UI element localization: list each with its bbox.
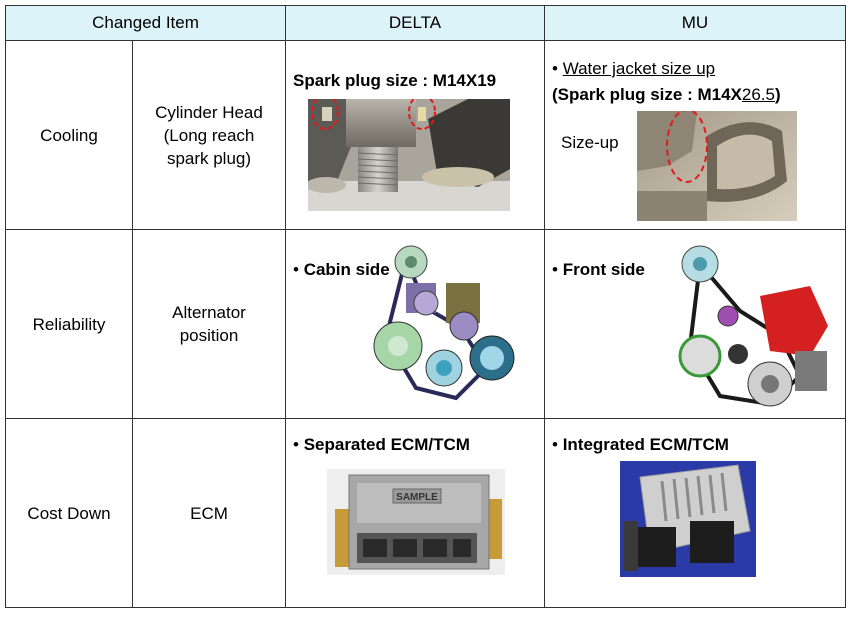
mu-water-jacket-line: • Water jacket size up: [552, 59, 715, 79]
mu-cooling-cell: • Water jacket size up (Spark plug size …: [544, 40, 846, 230]
separated-ecm-photo: SAMPLE: [327, 469, 505, 575]
delta-cost-down-cell: • Separated ECM/TCM SAMPLE: [285, 418, 545, 608]
delta-cooling-cell: Spark plug size : M14X19: [285, 40, 545, 230]
delta-reliability-cell: • Cabin side: [285, 229, 545, 419]
separated-ecm-text: Separated ECM/TCM: [303, 435, 470, 454]
cabin-side-belt-diagram: [373, 245, 515, 401]
sample-stamp: SAMPLE: [396, 492, 438, 503]
header-row: Changed Item DELTA MU: [5, 5, 846, 41]
bullet: •: [552, 435, 558, 454]
header-delta: DELTA: [285, 5, 545, 41]
item-ecm: ECM: [132, 418, 286, 608]
mu-front-side-title: • Front side: [552, 260, 645, 280]
category-cost-down: Cost Down: [5, 418, 133, 608]
integrated-ecm-text: Integrated ECM/TCM: [562, 435, 729, 454]
row-reliability: Reliability Alternator position • Cabin …: [5, 229, 846, 419]
water-jacket-text: Water jacket size up: [562, 59, 716, 78]
spark-plug-suffix: ): [774, 85, 781, 104]
bullet: •: [552, 59, 558, 78]
header-mu: MU: [544, 5, 846, 41]
header-changed-item: Changed Item: [5, 5, 286, 41]
row-cost-down: Cost Down ECM • Separated ECM/TCM SAMPLE: [5, 418, 846, 608]
item-line: Alternator: [172, 303, 246, 322]
integrated-ecm-photo: [620, 461, 756, 577]
comparison-table: Changed Item DELTA MU Cooling Cylinder H…: [5, 5, 846, 608]
mu-spark-plug-title: (Spark plug size : M14X26.5): [552, 85, 781, 105]
size-up-label: Size-up: [561, 133, 619, 152]
category-reliability: Reliability: [5, 229, 133, 419]
front-side-belt-diagram: [678, 245, 828, 407]
delta-separated-ecm-title: • Separated ECM/TCM: [293, 435, 470, 455]
item-line: (Long reach: [163, 125, 255, 145]
category-cooling: Cooling: [5, 40, 133, 230]
mu-cost-down-cell: • Integrated ECM/TCM: [544, 418, 846, 608]
item-line: Cylinder Head: [155, 102, 263, 122]
spark-plug-prefix: (Spark plug size : M14X: [552, 85, 742, 104]
mu-integrated-ecm-title: • Integrated ECM/TCM: [552, 435, 729, 455]
item-line: ECM: [190, 503, 228, 523]
cabin-side-text: Cabin side: [303, 260, 390, 279]
item-cylinder-head: Cylinder Head (Long reach spark plug): [132, 40, 286, 230]
bullet: •: [293, 260, 299, 279]
spark-plug-length: 26.5: [741, 85, 775, 104]
water-jacket-photo: [637, 111, 797, 221]
bullet: •: [293, 435, 299, 454]
item-line: position: [179, 326, 239, 345]
delta-spark-plug-title: Spark plug size : M14X19: [293, 71, 497, 90]
spark-plug-photo: [308, 99, 510, 211]
mu-reliability-cell: • Front side: [544, 229, 846, 419]
front-side-text: Front side: [562, 260, 645, 279]
delta-cabin-side-title: • Cabin side: [293, 260, 390, 280]
row-cooling: Cooling Cylinder Head (Long reach spark …: [5, 40, 846, 230]
item-line: spark plug): [166, 148, 252, 168]
item-alternator-position: Alternator position: [132, 229, 286, 419]
bullet: •: [552, 260, 558, 279]
